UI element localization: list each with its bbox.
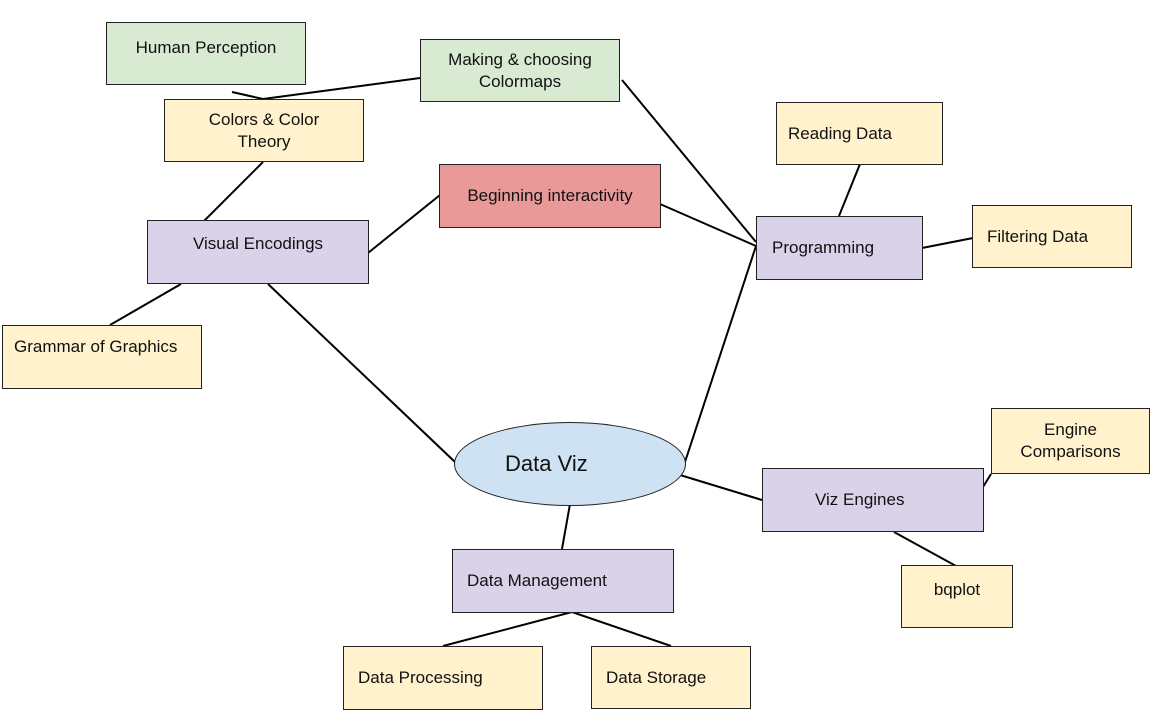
link-colormaps-programming (621, 79, 757, 243)
link-vizengines-bqplot (893, 531, 957, 567)
node-colors-theory: Colors & Color Theory (164, 99, 364, 162)
link-colors-colormaps (262, 77, 421, 100)
link-programming-reading (838, 163, 861, 217)
node-beginning-interactivity: Beginning interactivity (439, 164, 661, 228)
node-bqplot: bqplot (901, 565, 1013, 628)
node-label: Making & choosing Colormaps (448, 49, 592, 91)
node-programming: Programming (756, 216, 923, 280)
node-label: Human Perception (135, 38, 277, 57)
node-reading-data: Reading Data (776, 102, 943, 165)
node-label: Viz Engines (815, 490, 905, 509)
node-label: Programming (772, 238, 875, 257)
node-data-storage: Data Storage (591, 646, 751, 709)
node-label: bqplot (933, 580, 981, 599)
link-dataviz-management (561, 503, 571, 550)
link-management-processing (442, 611, 573, 647)
link-visual-dataviz (267, 283, 456, 463)
node-label: Beginning interactivity (467, 186, 633, 205)
link-visual-grammar (109, 283, 182, 326)
node-label: Engine Comparisons (1020, 420, 1121, 461)
link-dataviz-programming (683, 245, 757, 466)
node-data-processing: Data Processing (343, 646, 543, 710)
node-label: Colors & Color Theory (208, 109, 320, 151)
link-dataviz-vizengines (679, 474, 763, 501)
link-visual-interactivity (367, 194, 441, 254)
node-engine-comparisons: Engine Comparisons (991, 408, 1150, 474)
link-programming-filtering (921, 237, 974, 249)
node-label: Data Viz (505, 451, 588, 476)
node-label: Reading Data (788, 123, 892, 143)
node-label: Data Storage (606, 667, 707, 687)
node-viz-engines: Viz Engines (762, 468, 984, 532)
node-data-management: Data Management (452, 549, 674, 613)
node-label: Visual Encodings (192, 234, 324, 253)
node-label: Grammar of Graphics (14, 337, 178, 356)
node-visual-encodings: Visual Encodings (147, 220, 369, 284)
node-data-viz: Data Viz (454, 422, 686, 506)
link-vizengines-comparisons (982, 473, 992, 488)
node-label: Data Processing (358, 668, 483, 687)
link-visual-colors (203, 161, 264, 222)
node-human-perception: Human Perception (106, 22, 306, 85)
link-management-storage (571, 611, 672, 647)
node-label: Data Management (467, 571, 607, 590)
node-filtering-data: Filtering Data (972, 205, 1132, 268)
link-colors-human-perception (231, 91, 264, 100)
link-interactivity-programming (659, 203, 757, 247)
node-grammar-graphics: Grammar of Graphics (2, 325, 202, 389)
node-making-colormaps: Making & choosing Colormaps (420, 39, 620, 102)
node-label: Filtering Data (987, 226, 1089, 246)
